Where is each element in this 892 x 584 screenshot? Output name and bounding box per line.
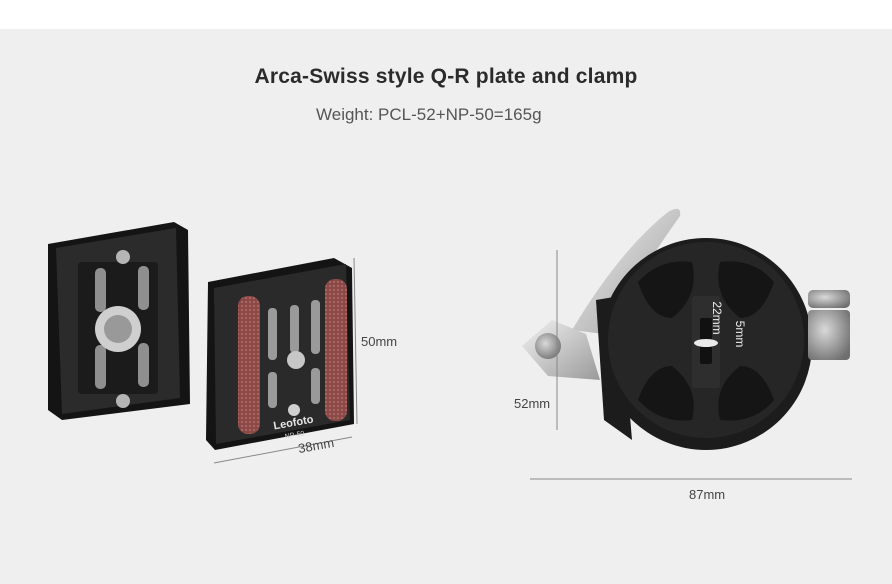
clamp-width-label: 87mm: [689, 487, 726, 502]
rubber-strip-left: [238, 296, 260, 434]
plate-model-label: NP-50: [284, 430, 305, 440]
rubber-strip-right: [325, 279, 347, 421]
plate-height-line: [353, 257, 358, 425]
plate-width-line: [213, 436, 353, 464]
lever-pivot-knob: [535, 333, 561, 359]
clamp-height-label: 52mm: [514, 396, 551, 411]
weight-subtitle: Weight: PCL-52+NP-50=165g: [316, 105, 542, 124]
page-title: Arca-Swiss style Q-R plate and clamp: [254, 65, 638, 88]
quick-release-plate: Leofoto NP-50: [206, 258, 354, 450]
plate-height-label: 50mm: [361, 334, 398, 349]
clamp-top-view: [48, 222, 190, 420]
clamp-knob: [808, 310, 850, 360]
clamp-side-view: 22mm 5mm: [522, 208, 850, 450]
slot-length-label: 22mm: [710, 301, 724, 334]
slot-width-label: 5mm: [733, 321, 747, 348]
